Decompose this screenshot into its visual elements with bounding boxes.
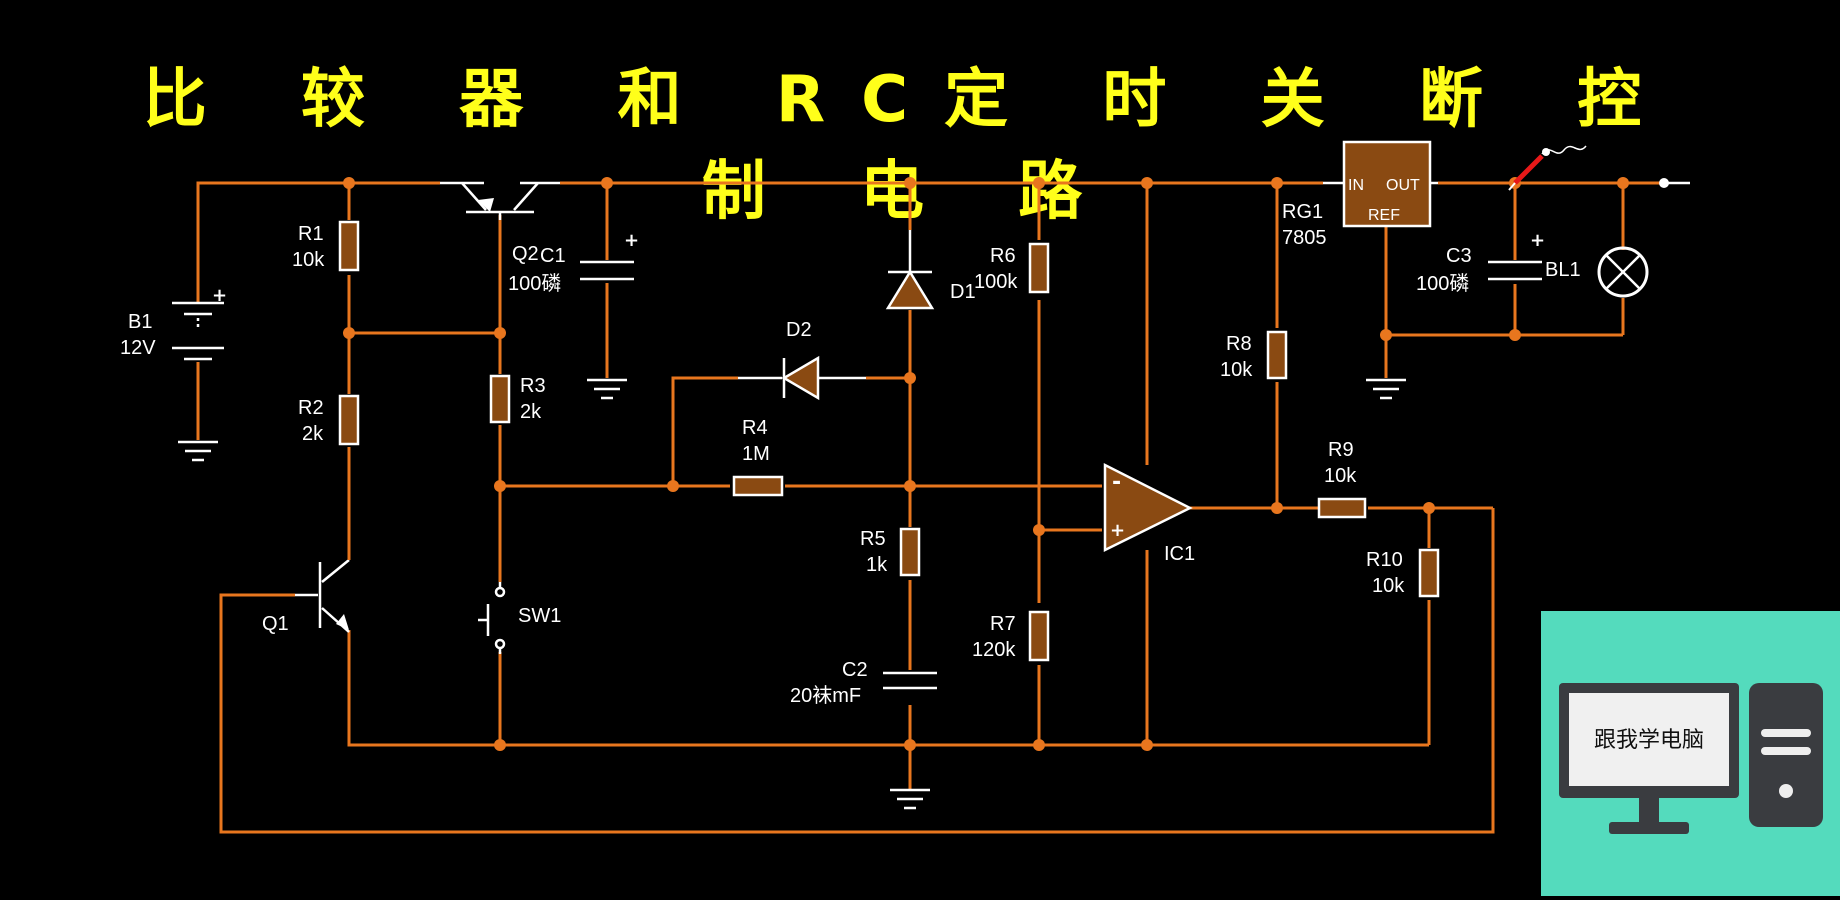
resistor-r1 xyxy=(338,220,360,272)
diode-d1 xyxy=(885,230,935,310)
ground-c1 xyxy=(587,378,627,400)
probe-icon xyxy=(1508,145,1587,191)
c2-value: 20袜mF xyxy=(790,684,861,707)
output-terminal xyxy=(1659,178,1669,188)
r4-value: 1M xyxy=(742,443,770,465)
r9-value: 10k xyxy=(1324,465,1357,487)
r6-name: R6 xyxy=(990,245,1016,267)
resistor-r6 xyxy=(1028,242,1050,294)
r8-name: R8 xyxy=(1226,333,1252,355)
diagram-title: 比 较 器 和 RC定 时 关 断 控 制 电 路 xyxy=(142,63,1678,229)
ground-c2 xyxy=(890,745,930,810)
sw1-name: SW1 xyxy=(518,605,561,627)
r6-value: 100k xyxy=(974,271,1018,293)
ground-symbols xyxy=(178,378,1406,810)
resistor-r5 xyxy=(899,527,921,577)
r8-value: 10k xyxy=(1220,359,1253,381)
opamp-ic1: - + xyxy=(1103,462,1193,553)
r7-value: 120k xyxy=(972,639,1016,661)
capacitor-c2 xyxy=(883,580,937,690)
transistor-q1 xyxy=(295,538,351,633)
svg-text:+: + xyxy=(1110,520,1125,541)
b1-value: 12V xyxy=(120,337,156,359)
svg-text:+: + xyxy=(1530,230,1545,251)
transistor-q2 xyxy=(440,181,560,220)
lamp-bl1 xyxy=(1597,246,1649,298)
r5-value: 1k xyxy=(866,554,888,576)
rg1-pin-in: IN xyxy=(1348,177,1364,194)
r7-name: R7 xyxy=(990,613,1016,635)
ic1-name: IC1 xyxy=(1164,543,1195,565)
logo-panel: 跟我学电脑 xyxy=(1541,611,1840,896)
c3-value: 100磷 xyxy=(1416,272,1469,295)
logo-text: 跟我学电脑 xyxy=(1594,728,1704,753)
d1-name: D1 xyxy=(950,281,976,303)
c2-name: C2 xyxy=(842,659,868,681)
switch-sw1[interactable] xyxy=(478,582,506,654)
svg-text:+: + xyxy=(624,230,639,251)
c3-name: C3 xyxy=(1446,245,1472,267)
regulator-rg1: IN OUT REF xyxy=(1323,140,1438,228)
ground-b1 xyxy=(178,440,218,462)
resistor-r8 xyxy=(1266,330,1288,380)
computer-icon: 跟我学电脑 xyxy=(1559,683,1823,834)
c1-name: C1 xyxy=(540,245,566,267)
resistor-r10 xyxy=(1418,548,1440,598)
ground-rg1 xyxy=(1366,378,1406,400)
bl1-name: BL1 xyxy=(1545,259,1581,281)
rg1-name: RG1 xyxy=(1282,201,1323,223)
resistor-r7 xyxy=(1028,610,1050,662)
rg1-pin-ref: REF xyxy=(1368,207,1400,224)
d2-name: D2 xyxy=(786,319,812,341)
r5-name: R5 xyxy=(860,528,886,550)
r3-value: 2k xyxy=(520,401,542,423)
capacitor-c3: + xyxy=(1488,230,1545,281)
svg-text:+: + xyxy=(212,285,227,306)
resistor-r4 xyxy=(732,475,784,497)
r4-name: R4 xyxy=(742,417,768,439)
rg1-value: 7805 xyxy=(1282,227,1327,249)
r9-name: R9 xyxy=(1328,439,1354,461)
c1-value: 100磷 xyxy=(508,272,561,295)
r10-name: R10 xyxy=(1366,549,1403,571)
r1-value: 10k xyxy=(292,249,325,271)
resistor-r9 xyxy=(1317,497,1367,519)
r3-name: R3 xyxy=(520,375,546,397)
r1-name: R1 xyxy=(298,223,324,245)
diode-d2 xyxy=(738,355,866,401)
r2-name: R2 xyxy=(298,397,324,419)
resistor-r3 xyxy=(489,374,511,424)
r10-value: 10k xyxy=(1372,575,1405,597)
rg1-pin-out: OUT xyxy=(1386,177,1420,194)
junctions xyxy=(343,177,1629,751)
q2-name: Q2 xyxy=(512,243,539,265)
resistor-r2 xyxy=(338,394,360,446)
battery-b1: + xyxy=(172,285,227,361)
b1-name: B1 xyxy=(128,311,152,333)
capacitor-c1: + xyxy=(580,230,639,281)
r2-value: 2k xyxy=(302,423,324,445)
q1-name: Q1 xyxy=(262,613,289,635)
svg-text:-: - xyxy=(1112,470,1121,495)
